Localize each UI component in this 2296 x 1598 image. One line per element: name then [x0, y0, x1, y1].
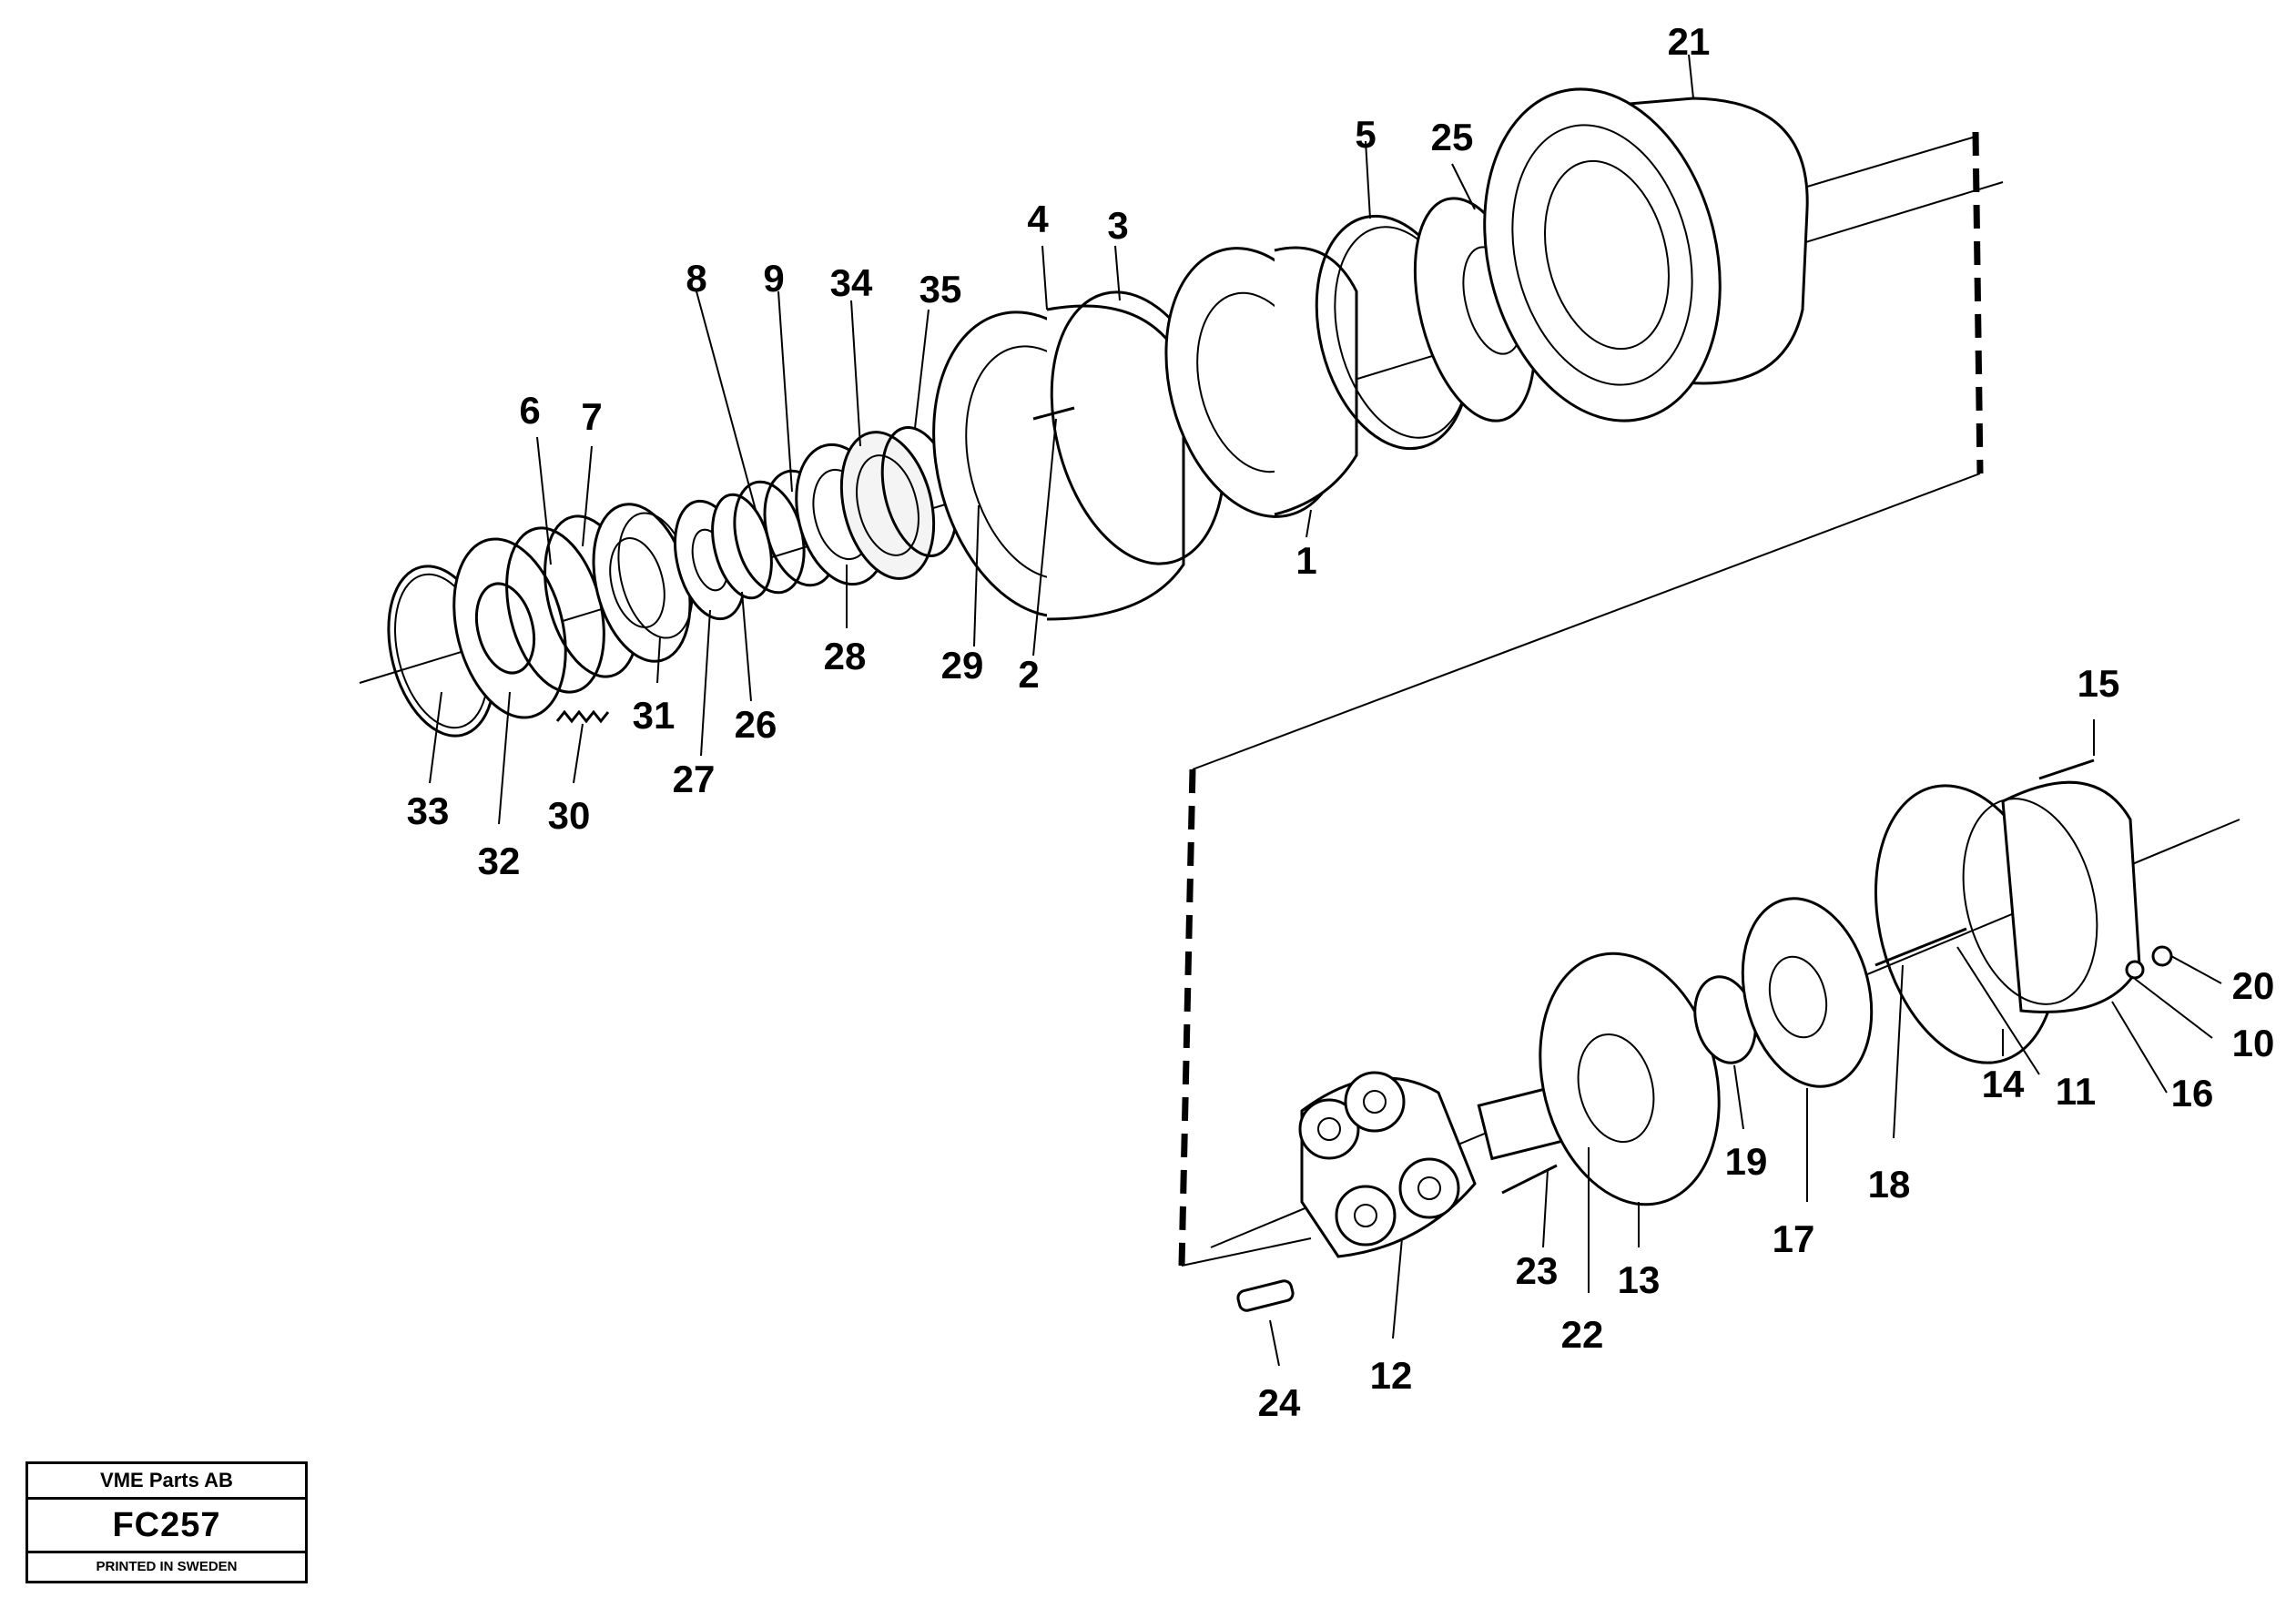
upper-axis-end — [1806, 136, 1976, 188]
part-12-planet-carrier — [1298, 1071, 1477, 1258]
label-28: 28 — [824, 635, 867, 677]
label-6: 6 — [519, 389, 540, 432]
connector-line-top — [1192, 473, 1981, 770]
label-33: 33 — [407, 789, 450, 832]
label-23: 23 — [1516, 1249, 1559, 1292]
label-27: 27 — [673, 758, 716, 800]
part-16-cover — [1962, 780, 2141, 1013]
part-10-washer — [2125, 960, 2145, 980]
label-29: 29 — [941, 644, 984, 687]
part-18-shaft — [1874, 927, 1967, 967]
label-11: 11 — [2056, 1070, 2096, 1113]
dashed-connector — [1178, 131, 1984, 1267]
leader-lines — [429, 54, 2222, 1367]
label-22: 22 — [1561, 1313, 1604, 1356]
label-32: 32 — [478, 840, 521, 882]
part-30-spring — [555, 709, 610, 724]
printed-note: PRINTED IN SWEDEN — [96, 1559, 238, 1574]
label-8: 8 — [686, 257, 706, 300]
label-9: 9 — [763, 257, 784, 300]
part-labels: 21 5 25 4 3 8 9 34 35 6 7 1 28 29 2 31 2… — [407, 20, 2275, 1424]
label-10: 10 — [2232, 1022, 2275, 1064]
label-13: 13 — [1618, 1258, 1661, 1301]
label-17: 17 — [1773, 1217, 1815, 1260]
part-1-hub — [1164, 246, 1358, 518]
label-30: 30 — [548, 794, 591, 837]
part-13-planet-carrier — [1539, 952, 1721, 1206]
label-34: 34 — [830, 261, 873, 304]
label-15: 15 — [2078, 662, 2120, 705]
connector-line-bottom — [1181, 1237, 1312, 1267]
label-1: 1 — [1295, 539, 1316, 582]
label-18: 18 — [1868, 1163, 1911, 1206]
part-21-housing — [1483, 87, 1809, 422]
label-2: 2 — [1018, 653, 1039, 696]
part-17-planet-carrier — [1741, 897, 1874, 1088]
label-19: 19 — [1725, 1140, 1768, 1183]
label-25: 25 — [1431, 116, 1474, 158]
label-12: 12 — [1370, 1354, 1413, 1397]
label-3: 3 — [1107, 204, 1128, 247]
label-7: 7 — [581, 395, 602, 438]
label-4: 4 — [1027, 198, 1049, 240]
company-name: VME Parts AB — [28, 1464, 305, 1500]
label-31: 31 — [633, 694, 676, 737]
label-16: 16 — [2171, 1072, 2214, 1115]
label-26: 26 — [735, 703, 777, 746]
label-21: 21 — [1668, 20, 1711, 63]
label-20: 20 — [2232, 964, 2275, 1007]
label-24: 24 — [1258, 1381, 1301, 1424]
label-35: 35 — [919, 268, 962, 310]
part-24-pin — [1236, 1279, 1295, 1312]
label-5: 5 — [1355, 113, 1376, 156]
part-15-bolt — [2038, 758, 2095, 780]
figure-code: FC257 — [28, 1500, 305, 1553]
title-block: VME Parts AB FC257 PRINTED IN SWEDEN — [25, 1461, 308, 1583]
label-14: 14 — [1982, 1063, 2025, 1105]
part-23-bolt — [1501, 1164, 1558, 1195]
part-20-plug — [2151, 945, 2173, 967]
part-4-flange — [932, 304, 1185, 621]
